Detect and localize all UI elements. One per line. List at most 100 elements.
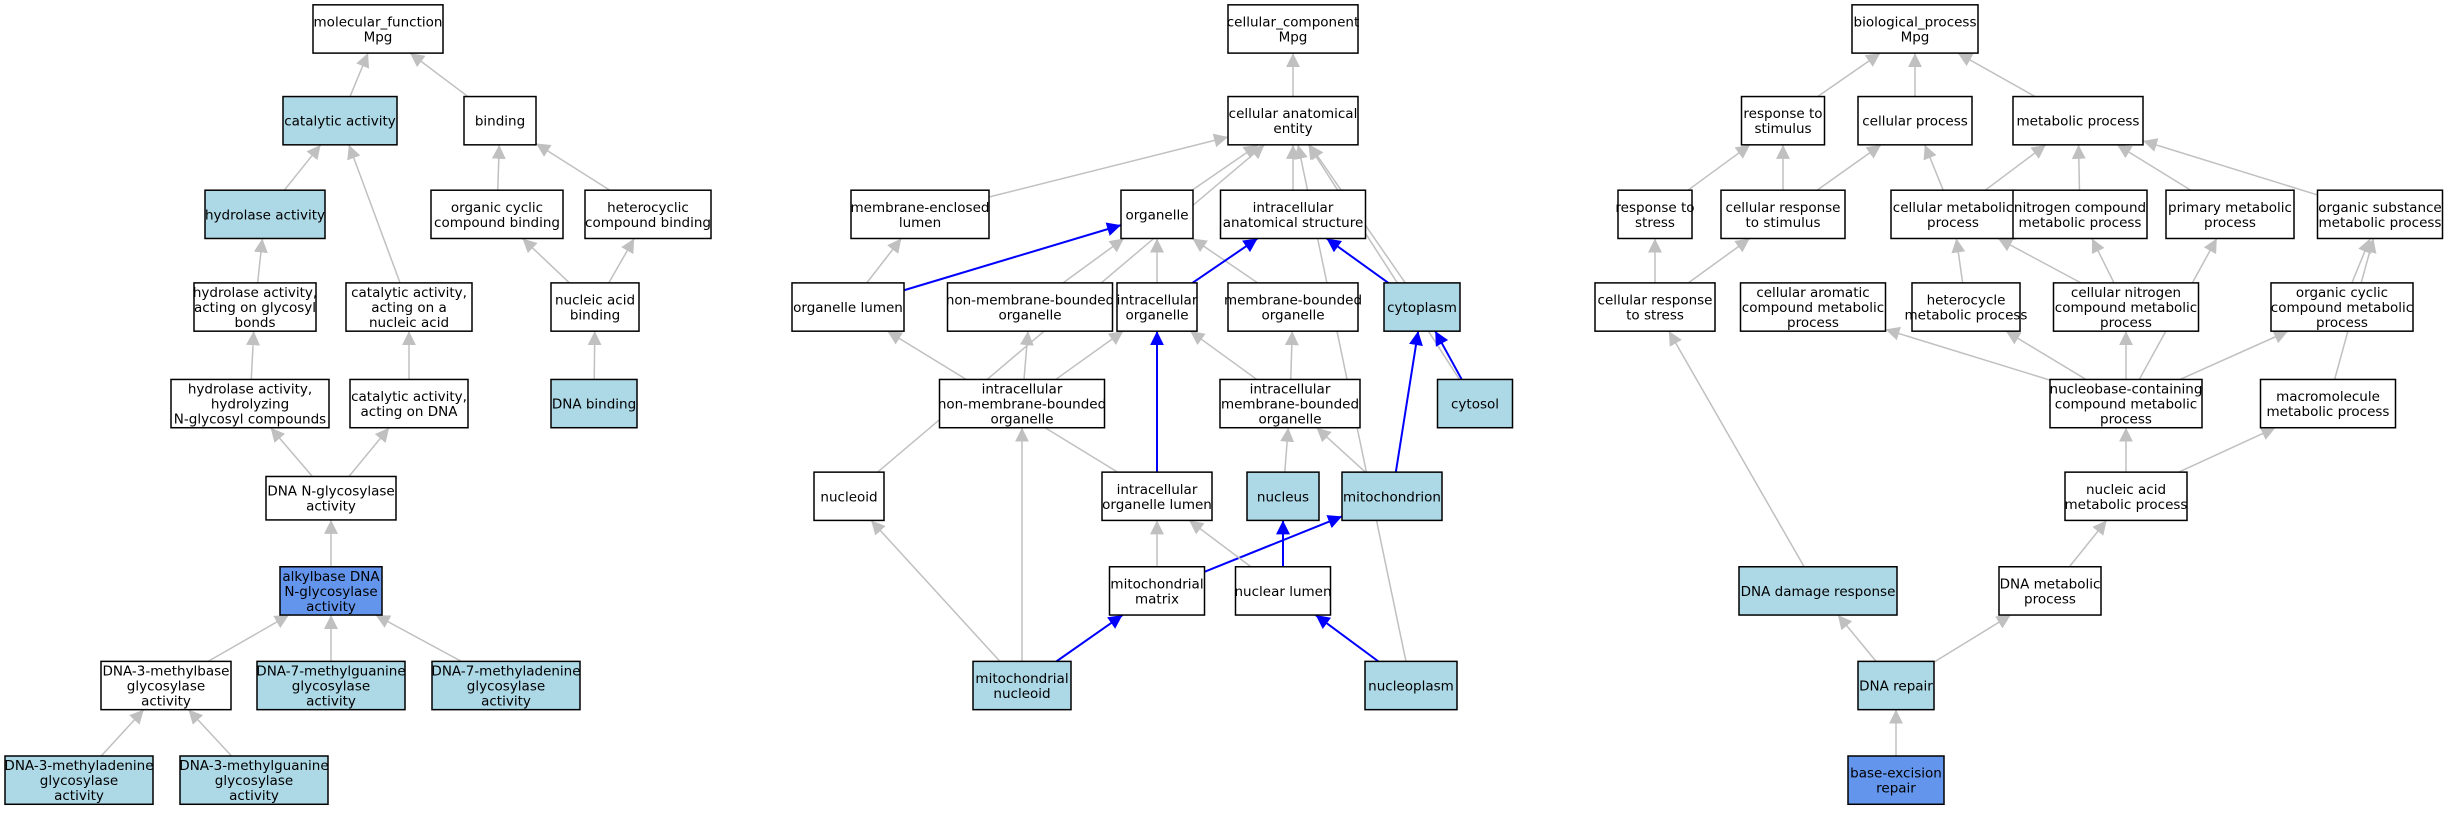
node-label-line: organelle: [1125, 207, 1188, 223]
node-box: [282, 95, 398, 146]
edge-dmp-to-namp: [2068, 519, 2108, 568]
node-box: [938, 378, 1106, 429]
node-organelle[interactable]: organelle: [1120, 189, 1194, 240]
node-nucleus[interactable]: nucleus: [1246, 471, 1320, 522]
node-nlumen[interactable]: nuclear lumen: [1234, 566, 1332, 616]
node-box: [430, 189, 564, 240]
node-label-line: nucleic acid: [369, 315, 449, 331]
node-box: [1847, 755, 1945, 806]
node-label-line: intracellular: [982, 382, 1063, 398]
node-label-line: DNA N-glycosylase: [267, 484, 394, 500]
node-label-line: repair: [1876, 781, 1916, 797]
node-org_lumen[interactable]: organelle lumen: [791, 282, 905, 332]
node-cytosol[interactable]: cytosol: [1436, 378, 1514, 429]
node-mito[interactable]: mitochondrion: [1341, 471, 1443, 522]
node-label-line: activity: [54, 788, 104, 804]
edge-rts-to-bp_root: [1817, 52, 1881, 98]
node-box: [2064, 471, 2188, 522]
edge-crts-to-cp: [1816, 144, 1882, 191]
edge-na_bind-to-het_bind: [608, 238, 635, 284]
edge-d3mg-to-d3mb: [187, 709, 233, 757]
node-box: [279, 566, 383, 616]
node-hyd_glyc[interactable]: hydrolase activity,acting on glycosylbon…: [193, 282, 317, 332]
node-cat_dna[interactable]: catalytic activity,acting on DNA: [349, 378, 469, 429]
node-inmbo[interactable]: intracellularnon-membrane-boundedorganel…: [938, 378, 1106, 429]
node-catalytic[interactable]: catalytic activity: [282, 95, 398, 146]
node-label-line: N-glycosyl compounds: [174, 412, 326, 428]
node-label-line: response to: [1615, 200, 1694, 216]
node-label-line: DNA metabolic: [2000, 576, 2101, 592]
node-repair[interactable]: DNA repair: [1857, 660, 1935, 711]
node-label-line: hydrolase activity,: [188, 382, 312, 398]
node-nucleoplasm[interactable]: nucleoplasm: [1364, 660, 1458, 711]
node-box: [2049, 378, 2203, 429]
node-ddr[interactable]: DNA damage response: [1738, 566, 1898, 616]
node-box: [2012, 95, 2144, 146]
node-hydrolase[interactable]: hydrolase activity: [204, 189, 326, 240]
node-label-line: nucleobase-containing: [2050, 382, 2203, 398]
node-mp[interactable]: metabolic process: [2012, 95, 2144, 146]
node-label-line: process: [2024, 591, 2076, 607]
node-cp[interactable]: cellular process: [1857, 95, 1973, 146]
node-label-line: metabolic process: [1905, 308, 2028, 324]
node-hyd_nglyc[interactable]: hydrolase activity,hydrolyzingN-glycosyl…: [170, 378, 330, 429]
edge-cat_nuc-to-catalytic: [347, 144, 401, 284]
edge-mito-to-cytoplasm: [1394, 331, 1423, 473]
node-box: [193, 282, 317, 332]
node-box: [1234, 566, 1332, 616]
node-nucleoid[interactable]: nucleoid: [813, 471, 885, 522]
node-box: [100, 660, 232, 711]
node-binding[interactable]: binding: [463, 95, 537, 146]
node-label-line: Mpg: [1279, 29, 1308, 45]
node-label-line: cellular process: [1862, 114, 1968, 130]
edge-inmbo-to-nmbo: [1019, 331, 1034, 380]
edge-osmp-to-mp: [2142, 138, 2318, 196]
node-box: [4, 755, 154, 806]
node-dna_bind[interactable]: DNA binding: [550, 378, 638, 429]
node-box: [1911, 282, 2021, 332]
node-box: [791, 282, 905, 332]
node-cytoplasm[interactable]: cytoplasm: [1383, 282, 1461, 332]
